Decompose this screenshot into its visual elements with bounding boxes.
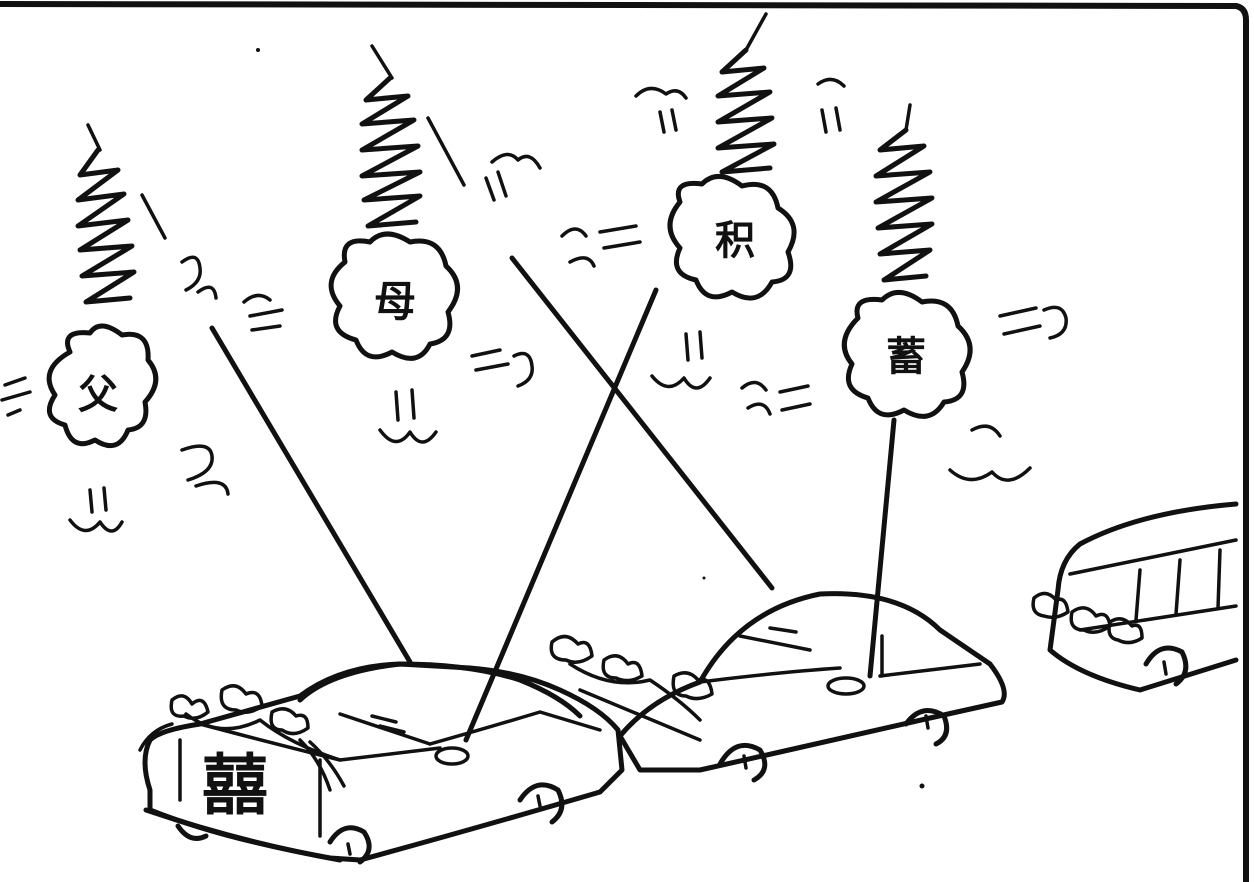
smoke-cloud-1	[46, 323, 159, 449]
firecracker-string-1: 父	[0, 123, 230, 533]
flower-decoration-bus	[1031, 591, 1144, 645]
firecracker-string-3: 积	[560, 12, 846, 416]
firecracker-stack-2	[359, 75, 423, 229]
firecracker-label-3: 积	[715, 218, 755, 264]
antenna-strings	[209, 255, 897, 743]
wedding-car-front: 囍	[138, 661, 625, 865]
smoke-cloud-4	[841, 290, 973, 419]
smoke-cloud-2	[328, 231, 460, 361]
wedding-car-second	[549, 591, 1007, 783]
bus	[1031, 501, 1239, 693]
firecracker-stack-3	[715, 47, 777, 175]
firecracker-string-4: 蓄	[841, 103, 1068, 482]
firecracker-stack-4	[873, 127, 935, 283]
flower-decoration-second	[549, 634, 714, 742]
firecracker-label-2: 母	[374, 277, 416, 326]
firecracker-label-4: 蓄	[886, 334, 926, 380]
firecracker-string-2: 母	[242, 44, 542, 444]
firecracker-label-1: 父	[78, 372, 118, 418]
car-sign-double-happiness: 囍	[202, 747, 268, 824]
ink-specks	[256, 48, 925, 789]
smoke-cloud-3	[667, 174, 797, 301]
flower-decoration-front	[169, 684, 342, 762]
firecracker-stack-1	[75, 147, 137, 305]
